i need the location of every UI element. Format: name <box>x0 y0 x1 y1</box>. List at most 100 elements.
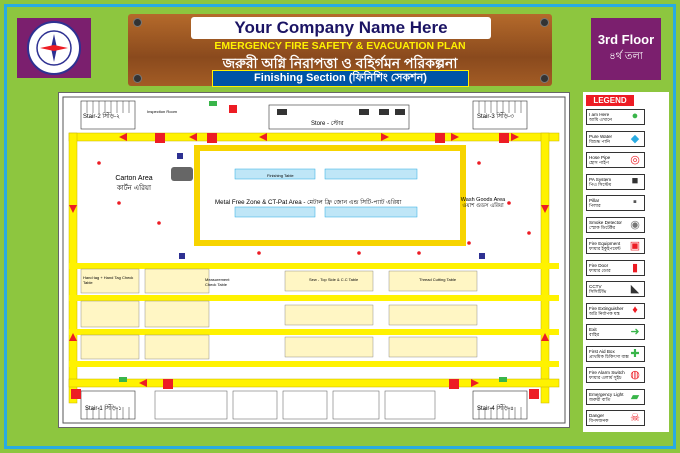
legend-item-en: First Aid Box <box>589 348 615 354</box>
legend-item-en: Smoke Detector <box>589 219 622 225</box>
legend-item-bn: অগ্নি নির্বাপক যন্ত্র <box>589 310 620 316</box>
company-logo <box>17 18 91 78</box>
carton-area-en: Carton Area <box>115 175 153 182</box>
legend-item-bn: ফায়ার এলার্ম সুইচ <box>589 375 622 381</box>
floor-plan-drawing <box>62 96 566 424</box>
legend-item-bn: আমি এখানে <box>589 117 612 123</box>
floor-label-bn: ৪র্থ তলা <box>609 51 643 62</box>
poster-border <box>4 4 676 449</box>
legend-item-en: Pure Water <box>589 133 613 139</box>
legend-item-bn: স্মোক ডিটেক্টর <box>589 224 616 230</box>
first-aid-icon: ✚ <box>630 347 640 360</box>
here-icon: ● <box>631 110 639 122</box>
legend-item-en: Exit <box>589 327 597 332</box>
stair-2-label: Stair-2 সিঁড়ি-২ <box>83 114 120 120</box>
cctv-icon: ◣ <box>630 283 640 295</box>
legend-item-en: PA System <box>589 176 612 182</box>
legend-panel <box>583 92 669 432</box>
sew-table-label: Sew - Top Side & C.C Table <box>309 277 359 282</box>
legend-item-bn: ফায়ার ইকুইপমেন্ট <box>589 246 621 252</box>
hand-tag-label: Hand tag + Hand Tag Check Table <box>83 275 134 285</box>
hose-pipe-icon: ◎ <box>630 154 640 166</box>
company-name: Your Company Name Here <box>191 17 491 39</box>
store-label: Store - স্টোর <box>311 121 344 127</box>
metal-free-zone-label: Metal Free Zone & CT-Pat Area - মেটাল ফ্… <box>215 199 402 206</box>
stair-1-label: Stair-1 সিঁড়ি-১ <box>85 406 122 412</box>
plan-title-en: EMERGENCY FIRE SAFETY & EVACUATION PLAN <box>214 40 466 52</box>
wash-goods-label: Wash Goods Area ওয়াশ গুডস এরিয়া <box>455 197 511 211</box>
section-title: Finishing Section (ফিনিশিং সেকশন) <box>212 70 469 87</box>
legend-item-en: Pillar <box>589 198 600 203</box>
legend-item-en: CCTV <box>589 284 602 289</box>
danger-icon: ☠ <box>630 412 640 424</box>
legend-item-bn: প্রাথমিক চিকিৎসা বাক্স <box>589 353 629 359</box>
emergency-light-icon: ▰ <box>630 390 640 403</box>
pillar-icon: ▪ <box>633 196 637 208</box>
logo-emblem <box>27 21 81 75</box>
legend-item-en: Fire Door <box>589 262 609 268</box>
legend-item-bn: হোস পাইপ <box>589 160 609 166</box>
stair-4-label: Stair-4 সিঁড়ি-৪ <box>477 406 514 412</box>
wash-goods-bn: ওয়াশ গুডস এরিয়া <box>462 203 504 209</box>
stair-3-label: Stair-3 সিঁড়ি-৩ <box>477 114 514 120</box>
legend-item-bn: পিলার <box>589 203 601 209</box>
legend-item-en: Danger <box>589 413 605 418</box>
thread-cutting-label: Thread Cutting Table <box>419 277 457 282</box>
water-icon: ◆ <box>630 132 640 145</box>
plan-title-bn: জরুরী অগ্নি নিরাপত্তা ও বহির্গমন পরিকল্প… <box>222 55 458 71</box>
floor-indicator: 3rd Floor ৪র্থ তলা <box>591 18 661 80</box>
legend-item-bn: পিএ সিস্টেম <box>589 181 612 187</box>
carton-area-bn: কার্টন এরিয়া <box>116 185 152 192</box>
legend-item-en: Hose Pipe <box>589 155 611 160</box>
legend-item-bn: বাহির <box>589 332 600 338</box>
smoke-detector-icon: ◉ <box>630 218 640 231</box>
legend-item-bn: সিসিটিভি <box>589 289 607 295</box>
legend-item-en: Fire Extinguisher <box>589 305 624 311</box>
screw-icon <box>133 18 142 27</box>
legend-item-en: I am Here <box>589 112 610 117</box>
screw-icon <box>540 18 549 27</box>
fire-alarm-icon: ◍ <box>630 369 640 381</box>
fire-door-icon: ▮ <box>631 261 639 274</box>
pa-system-icon: ■ <box>631 174 639 187</box>
legend-item-bn: বিশুদ্ধ পানি <box>589 138 610 144</box>
wash-goods-en: Wash Goods Area <box>460 197 506 203</box>
exit-icon: ➜ <box>630 326 640 338</box>
floor-plan: Stair-2 সিঁড়ি-২ Stair-3 সিঁড়ি-৩ Stair-… <box>58 92 570 428</box>
screw-icon <box>133 74 142 83</box>
finishing-table-label: Finishing Table <box>267 173 294 178</box>
fire-extinguisher-icon: ♦ <box>632 303 638 316</box>
legend-item-en: Emergency Light <box>589 391 624 397</box>
inspection-room-label: Inspection Room <box>147 109 178 114</box>
floor-label-en: 3rd Floor <box>597 32 655 47</box>
fire-equipment-icon: ▣ <box>629 240 641 252</box>
screw-icon <box>540 74 549 83</box>
legend-title: LEGEND <box>586 95 634 106</box>
